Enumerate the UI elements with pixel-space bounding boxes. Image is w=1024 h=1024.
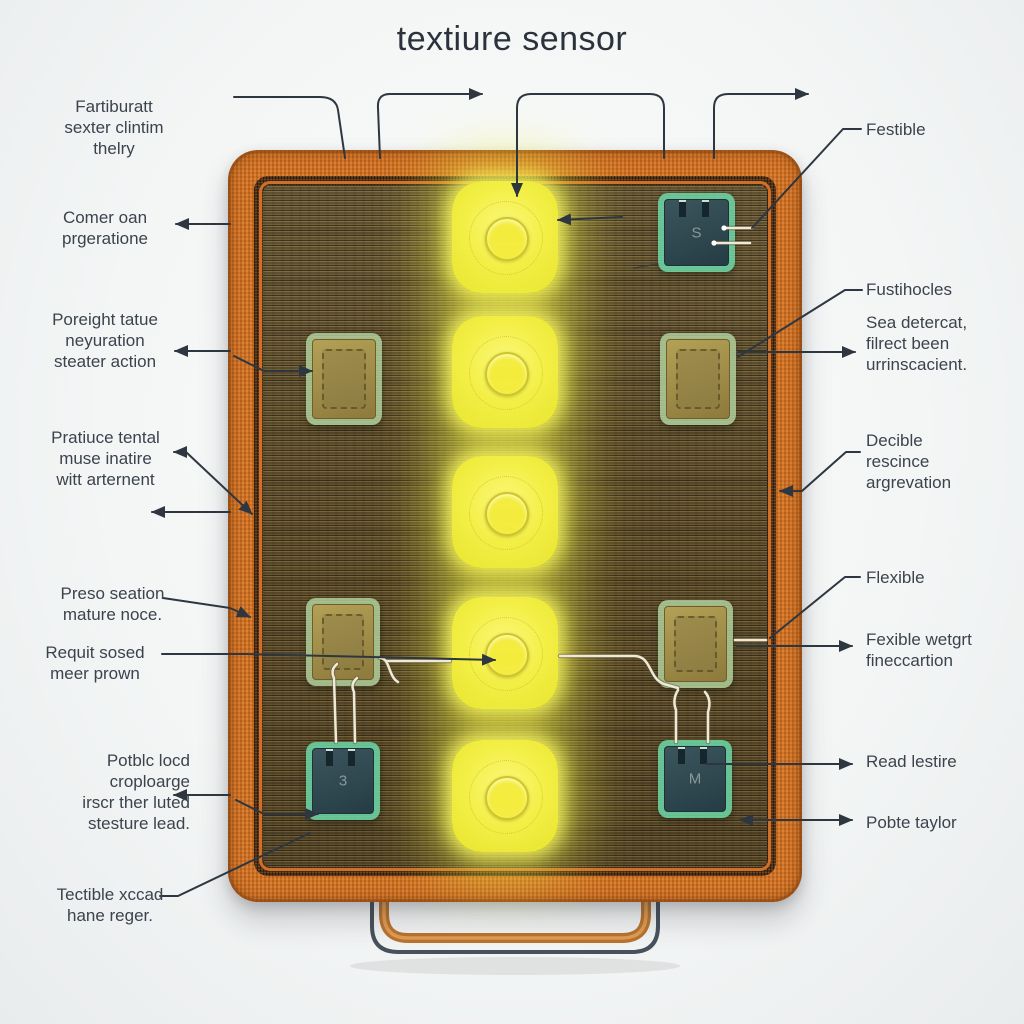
chip-die [322,349,366,409]
callout-top-arrow-4 [713,88,809,159]
chip-die [674,616,717,672]
sensor-pad-5 [452,740,558,852]
pad-ring [469,336,543,410]
label-festible: Festible [866,120,926,139]
chip-pin [678,200,686,217]
label-fustihocles: Fustihocles [866,280,952,299]
label-preso: Preso seation mature noce. [60,584,165,624]
label-poreight: Poreight tatue neyuration steater action [52,310,158,371]
label-pobte: Pobte taylor [866,813,957,832]
callout-top-arrow-2 [376,88,483,159]
chip-mark: S [691,224,702,241]
sensor-pad-2 [452,316,558,428]
pad-center-dot [485,492,529,536]
label-decible: Decible rescince argrevation [866,431,952,492]
callout-fartiburatt [233,96,346,159]
chip-body [312,339,376,419]
pad-ring [469,760,543,834]
pad-center-dot [485,217,529,261]
pad-center-dot [485,352,529,396]
chip-body [312,604,374,680]
chip-bottom-right: M [658,740,732,818]
chip-body: S [664,199,729,266]
handle-copper-highlight [382,896,648,940]
chip-pin [678,747,686,764]
chip-die [322,614,364,670]
chip-body: M [664,746,726,812]
chip-pin [699,747,707,764]
chip-lower-left [306,598,380,686]
label-potblc: Potblc locd croploarge irscr ther luted … [82,751,190,833]
chip-body: 3 [312,748,374,814]
chip-top-right: S [658,193,735,272]
label-comer: Comer oan prgeratione [61,208,148,248]
chip-mid-right [660,333,736,425]
chip-pin [701,200,709,217]
label-read: Read lestire [866,752,957,771]
label-tectible: Tectible xccad hane reger. [56,885,164,925]
chip-body [666,339,730,419]
chip-bottom-left: 3 [306,742,380,820]
sensor-pad-4 [452,597,558,709]
chip-body [664,606,727,682]
sensor-board: S 3 M [228,150,802,902]
chip-lower-right [658,600,733,688]
chip-pin [347,749,355,766]
label-fartiburatt: Fartiburatt sexter clintim thelry [64,97,164,158]
sensor-pad-1 [452,181,558,293]
label-requit: Requit sosed meer prown [45,643,145,683]
handle-shadow [350,957,680,975]
chip-mid-left [306,333,382,425]
chip-mark: M [688,770,702,788]
pad-ring [469,476,543,550]
label-flexible: Flexible [866,568,925,587]
pad-ring [469,201,543,275]
page-title: textiure sensor [396,20,628,58]
chip-die [676,349,720,409]
label-sea: Sea detercat, filrect been urrinscacient… [866,313,968,374]
handle-copper-tube [379,896,651,943]
handle-steel-loop [370,896,660,954]
pad-center-dot [485,776,529,820]
label-fexible: Fexible wetgrt fineccartion [866,630,972,670]
pad-center-dot [485,633,529,677]
chip-mark: 3 [338,772,348,790]
sensor-pad-3 [452,456,558,568]
chip-pin [326,749,334,766]
label-pratiuce: Pratiuce tental muse inatire witt artern… [51,428,160,489]
